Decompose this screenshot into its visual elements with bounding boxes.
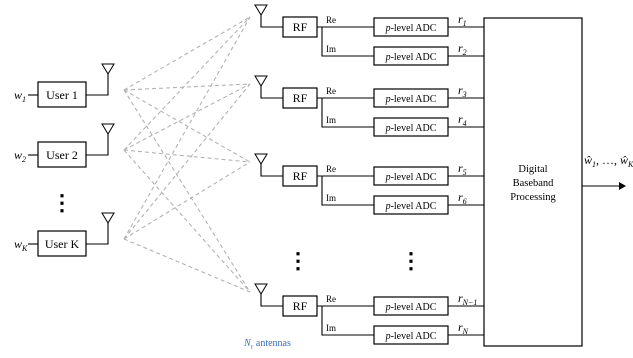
user-2-symbol: w2 [14, 148, 26, 164]
antennas-count-label: Nr antennas [243, 338, 291, 351]
digital-baseband-processing-box [483, 17, 583, 347]
user-k-symbol: wK [14, 237, 28, 253]
im-label: Im [326, 115, 336, 125]
rf-label: RF [293, 20, 308, 34]
channel-link-u3-a3 [123, 161, 251, 240]
output-arrowhead-icon [619, 182, 626, 190]
channel-link-u3-a2 [123, 83, 251, 240]
output-r-4: r4 [458, 112, 467, 128]
user-k-label: User K [45, 237, 80, 251]
adc-label: p-level ADC [385, 172, 437, 183]
output-r-5: r5 [458, 161, 467, 177]
users-ellipsis: ⋮ [51, 190, 73, 215]
output-r-3: r3 [458, 83, 467, 99]
channel-links [123, 16, 251, 293]
output-r-6: r6 [458, 190, 467, 206]
channel-link-u2-a4 [123, 149, 251, 293]
adc-label: p-level ADC [385, 201, 437, 212]
rx-antenna-icon [254, 153, 268, 165]
channel-link-u1-a1 [123, 16, 251, 91]
channel-link-u2-a1 [123, 16, 251, 151]
rf-label: RF [293, 299, 308, 313]
adc-label: p-level ADC [385, 52, 437, 63]
channel-link-u3-a1 [123, 16, 251, 240]
im-label: Im [326, 44, 336, 54]
user-1-symbol: w1 [14, 88, 26, 104]
user-1-antenna-icon [101, 63, 115, 75]
user-2-antenna-icon [101, 123, 115, 135]
user-1: w1 User 1 [14, 63, 115, 108]
im-label: Im [326, 193, 336, 203]
user-1-label: User 1 [46, 88, 78, 102]
re-label: Re [326, 15, 336, 25]
user-2: w2 User 2 [14, 123, 115, 168]
rf-label: RF [293, 91, 308, 105]
adc-label: p-level ADC [385, 94, 437, 105]
user-k-box [37, 230, 87, 257]
user-k: wK User K [14, 212, 115, 257]
processor-line-3: Processing [510, 192, 556, 203]
adc-label: p-level ADC [385, 331, 437, 342]
channel-link-u1-a3 [123, 89, 251, 163]
adc-label: p-level ADC [385, 302, 437, 313]
adc-ellipsis: ⋮ [400, 248, 422, 273]
channel-link-u2-a3 [123, 149, 251, 163]
processor-line-2: Baseband [513, 178, 555, 189]
user-k-antenna-icon [101, 212, 115, 224]
user-2-label: User 2 [46, 148, 78, 162]
re-label: Re [326, 294, 336, 304]
adc-label: p-level ADC [385, 123, 437, 134]
output-r-1: r1 [458, 12, 467, 28]
output-r-7: rN−1 [458, 291, 477, 307]
rx-antenna-icon [254, 75, 268, 87]
rf-label: RF [293, 169, 308, 183]
rx-antenna-icon [254, 283, 268, 295]
channel-link-u2-a2 [123, 83, 251, 151]
im-label: Im [326, 323, 336, 333]
adc-label: p-level ADC [385, 23, 437, 34]
processor-line-1: Digital [518, 164, 547, 175]
output-r-2: r2 [458, 41, 467, 57]
rf-ellipsis: ⋮ [287, 248, 309, 273]
re-label: Re [326, 164, 336, 174]
channel-link-u1-a2 [123, 83, 251, 91]
output-estimates: ŵ1, …, ŵK [584, 153, 633, 169]
output-r-8: rN [458, 320, 469, 336]
re-label: Re [326, 86, 336, 96]
rx-antenna-icon [254, 4, 268, 16]
channel-link-u1-a4 [123, 89, 251, 293]
channel-link-u3-a4 [123, 238, 251, 293]
